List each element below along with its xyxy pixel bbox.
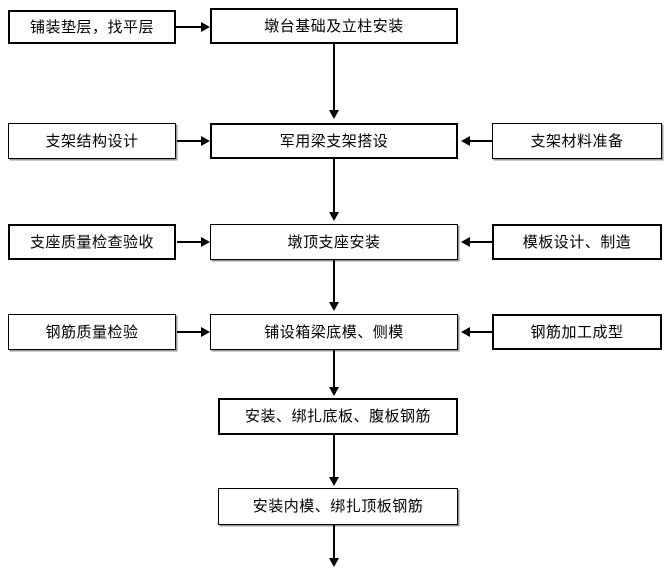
node-label: 墩台基础及立柱安装 — [264, 16, 404, 35]
edge-n13-continuation-arrowhead-icon — [329, 558, 339, 567]
node-label: 支架结构设计 — [45, 131, 139, 150]
edge-n2-n4-line — [333, 44, 335, 112]
process-node-rebar-quality-inspection[interactable]: 钢筋质量检验 — [8, 314, 176, 350]
node-label: 模板设计、制造 — [522, 232, 632, 251]
edge-n7-n10-line — [333, 260, 335, 304]
process-node-bracket-structure-design[interactable]: 支架结构设计 — [8, 123, 176, 159]
edge-n5-n4-arrowhead-icon — [461, 136, 470, 146]
process-node-paving-cushion-leveling[interactable]: 铺装垫层，找平层 — [8, 10, 176, 44]
process-node-box-girder-bottom-side-formwork[interactable]: 铺设箱梁底模、侧模 — [210, 314, 458, 350]
edge-n10-n12-line — [333, 350, 335, 389]
edge-n4-n7-arrowhead-icon — [329, 212, 339, 221]
edge-n8-n7-line — [470, 241, 494, 243]
process-node-rebar-processing-forming[interactable]: 钢筋加工成型 — [492, 314, 662, 350]
edge-n3-n4-arrowhead-icon — [201, 136, 210, 146]
edge-n10-n12-arrowhead-icon — [329, 387, 339, 396]
process-node-bearing-quality-inspection-acceptance[interactable]: 支座质量检查验收 — [8, 224, 176, 260]
edge-n1-n2-line — [176, 26, 203, 28]
edge-n4-n7-line — [333, 159, 335, 214]
edge-n11-n10-line — [470, 331, 494, 333]
edge-n6-n7-arrowhead-icon — [201, 237, 210, 247]
process-node-formwork-design-fabrication[interactable]: 模板设计、制造 — [492, 224, 662, 260]
node-label: 墩顶支座安装 — [287, 232, 381, 251]
edge-n13-continuation-line — [333, 525, 335, 561]
edge-n8-n7-arrowhead-icon — [461, 237, 470, 247]
process-node-bracket-material-preparation[interactable]: 支架材料准备 — [492, 123, 662, 159]
edge-n1-n2-arrowhead-icon — [201, 22, 210, 32]
edge-n7-n10-arrowhead-icon — [329, 302, 339, 311]
process-node-military-beam-bracket-erection[interactable]: 军用梁支架搭设 — [210, 123, 458, 159]
edge-n9-n10-arrowhead-icon — [201, 327, 210, 337]
node-label: 支架材料准备 — [530, 131, 624, 150]
edge-n12-n13-arrowhead-icon — [329, 477, 339, 486]
node-label: 军用梁支架搭设 — [279, 131, 389, 150]
edge-n9-n10-line — [177, 331, 203, 333]
edge-n12-n13-line — [333, 435, 335, 479]
node-label: 铺设箱梁底模、侧模 — [264, 322, 404, 341]
node-label: 铺装垫层，找平层 — [29, 17, 154, 36]
node-label: 钢筋加工成型 — [530, 322, 624, 341]
process-node-abutment-foundation-column-installation[interactable]: 墩台基础及立柱安装 — [210, 8, 458, 44]
node-label: 安装、绑扎底板、腹板钢筋 — [244, 407, 431, 425]
edge-n6-n7-line — [177, 241, 203, 243]
edge-n5-n4-line — [470, 140, 494, 142]
edge-n2-n4-arrowhead-icon — [329, 110, 339, 119]
edge-n3-n4-line — [177, 140, 203, 142]
edge-n11-n10-arrowhead-icon — [461, 327, 470, 337]
node-label: 安装内模、绑扎顶板钢筋 — [252, 497, 424, 515]
node-label: 钢筋质量检验 — [45, 322, 139, 341]
process-node-install-inner-formwork-tie-top-rebar[interactable]: 安装内模、绑扎顶板钢筋 — [218, 488, 458, 525]
process-node-install-tie-bottom-web-rebar[interactable]: 安装、绑扎底板、腹板钢筋 — [218, 398, 458, 435]
process-node-pier-top-bearing-installation[interactable]: 墩顶支座安装 — [210, 224, 458, 260]
node-label: 支座质量检查验收 — [29, 232, 154, 251]
